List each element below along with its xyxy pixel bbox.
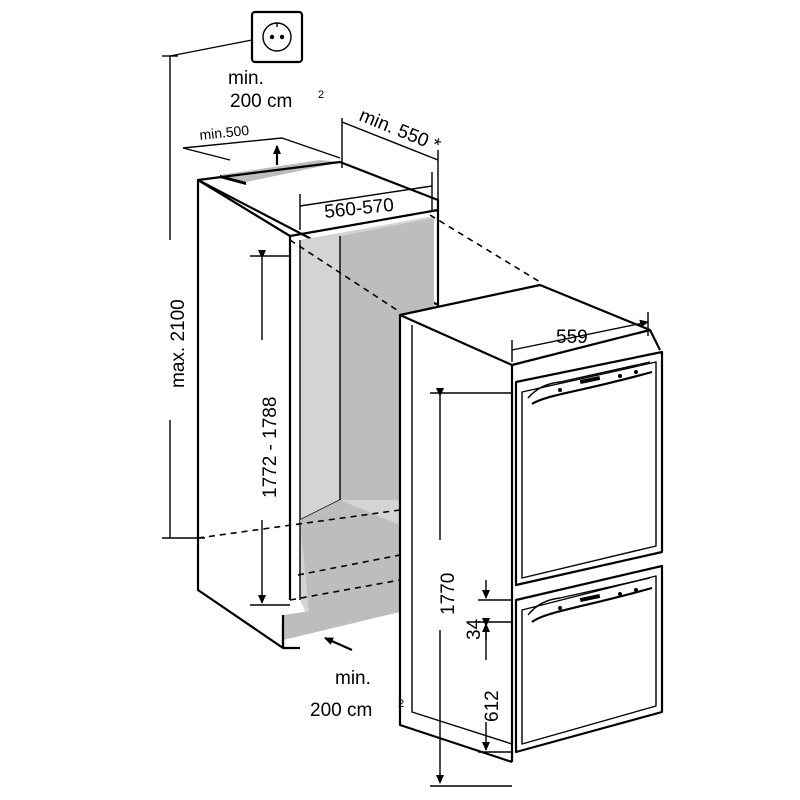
appliance-width-label: 559: [556, 327, 588, 348]
niche-width-dimension: [299, 172, 433, 230]
depth-right-label: min. 550 *: [356, 105, 444, 157]
lower-door-label: 612: [482, 690, 503, 722]
electrical-socket-icon: [169, 10, 304, 64]
door-gap-label: 34: [464, 618, 485, 640]
niche-height-label: 1772 - 1788: [260, 397, 281, 498]
lower-door: [514, 564, 664, 754]
vent-top-sup: 2: [318, 89, 324, 101]
lower-door-dimension: [478, 618, 512, 753]
niche-cabinet: [196, 160, 440, 650]
appliance-height-dimension: [430, 388, 512, 787]
appliance-width-dimension: [511, 312, 649, 362]
appliance-height-label: 1770: [438, 573, 459, 615]
depth-top-label: min.500: [199, 122, 250, 143]
niche-height-dimension: [250, 250, 290, 606]
max-height-label: max. 2100: [168, 299, 189, 388]
vent-bottom-label-line1: min.: [335, 668, 371, 689]
projection-lines: [197, 214, 541, 601]
vent-bottom-label-line2: 200 cm: [310, 700, 372, 721]
appliance-body: [398, 283, 661, 764]
vent-top-label-line1: min.: [228, 68, 264, 89]
vent-top-label-line2: 200 cm: [230, 91, 292, 112]
airflow-arrow-in-icon: [324, 636, 353, 652]
upper-door: [514, 350, 664, 587]
